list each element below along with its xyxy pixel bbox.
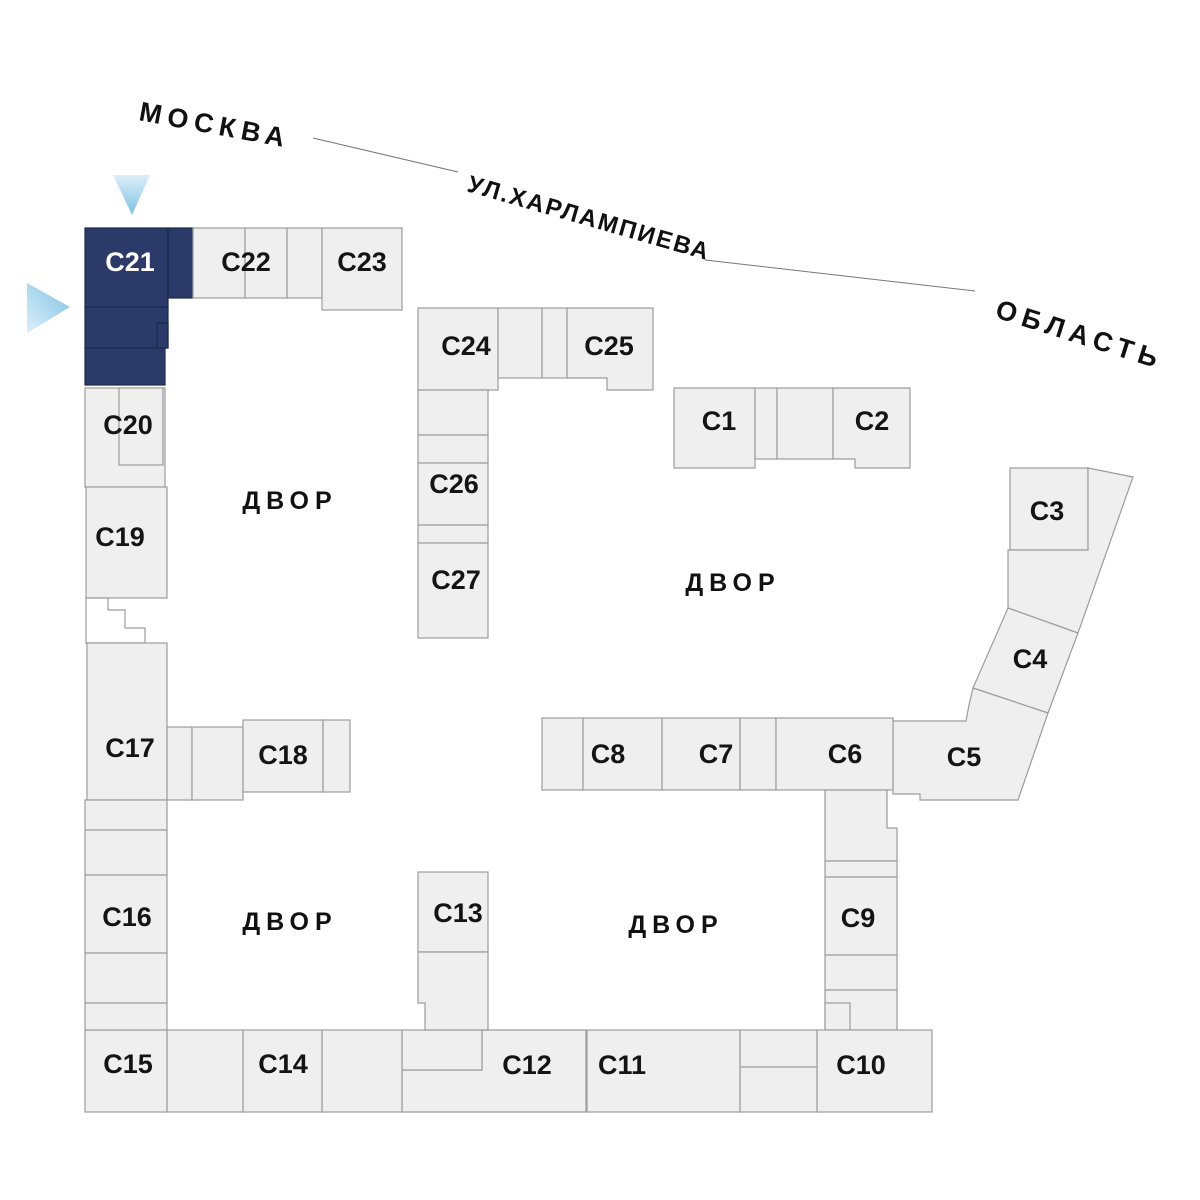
street-line-2 [704,259,976,292]
building-block[interactable] [156,322,169,349]
building-с2[interactable] [832,387,911,469]
street-label-3: ОБЛАСТЬ [992,294,1167,375]
building-label-с24: С24 [441,331,491,361]
building-label-с11: С11 [598,1050,646,1080]
building-с15[interactable] [84,1029,168,1113]
building-с16[interactable] [84,874,168,954]
location-arrow-down-icon [113,175,150,215]
building-block [84,1002,168,1031]
building-label-с16: С16 [102,902,152,932]
building-block [191,726,244,801]
building-label-с12: С12 [502,1050,552,1080]
building-с7[interactable] [661,717,741,791]
building-label-с20: С20 [103,410,153,440]
building-block [118,387,164,466]
building-label-с18: С18 [258,740,308,770]
building-block [84,799,168,831]
building-block [417,524,489,544]
building-block [739,1066,818,1113]
building-label-с9: С9 [841,903,876,933]
building-label-с4: С4 [1013,644,1048,674]
building-с13[interactable] [417,871,489,953]
building-label-с22: С22 [221,247,271,277]
building-block [321,1029,403,1113]
building-block [417,951,489,1031]
building-label-с14: С14 [258,1049,308,1079]
building-с23[interactable] [321,227,403,311]
building-block [541,307,568,379]
building-block [84,829,168,876]
building-block [497,307,543,379]
building-block [417,389,489,436]
building-label-с10: С10 [836,1050,886,1080]
building-block [85,597,146,644]
building-label-с3: С3 [1030,496,1065,526]
building-block [824,1002,851,1031]
building-block [286,227,323,299]
building-label-с25: С25 [584,331,634,361]
building-block [739,1029,818,1068]
building-label-с6: С6 [828,739,863,769]
building-label-с7: С7 [699,739,734,769]
building-block [322,719,351,793]
building-block [776,387,834,460]
location-arrow-right-icon [27,283,70,333]
building-label-с23: С23 [337,247,387,277]
street-label-2: УЛ.ХАРЛАМПИЕВА [464,171,713,266]
building-label-с19: С19 [95,522,145,552]
building-block [824,860,898,878]
building-block [541,717,584,791]
building-с17[interactable] [86,642,168,801]
street-label-1: МОСКВА [137,96,293,153]
courtyard-label-3: ДВОР [242,908,337,936]
building-label-с1: С1 [702,406,737,436]
building-block [401,1029,483,1071]
courtyard-label-1: ДВОР [242,487,337,515]
building-block [166,1029,244,1113]
building-label-с21: С21 [105,247,155,277]
building-с9[interactable] [824,876,898,956]
building-с3[interactable] [1009,467,1089,551]
building-block [754,387,778,460]
building-block [824,954,898,991]
building-с10[interactable] [816,1029,933,1113]
building-label-с5: С5 [947,742,982,772]
building-с25[interactable] [566,307,654,391]
building-block [824,789,898,862]
courtyard-label-4: ДВОР [628,911,723,939]
building-с11[interactable] [586,1029,741,1113]
building-с27[interactable] [417,542,489,639]
building-с21[interactable] [84,227,169,308]
street-line-1 [312,137,459,173]
building-label-с8: С8 [591,739,626,769]
building-с26[interactable] [417,462,489,526]
building-block [417,434,489,464]
building-block [739,717,777,791]
building-block[interactable] [167,227,194,299]
building-с14[interactable] [242,1029,323,1113]
building-block [84,952,168,1004]
building-label-с2: С2 [855,406,890,436]
building-label-с26: С26 [429,469,479,499]
building-label-с27: С27 [431,565,481,595]
building-с19[interactable] [85,486,168,599]
building-block [244,227,288,299]
building-с22[interactable] [192,227,246,299]
building-block [166,726,193,801]
building-block[interactable] [84,347,166,386]
building-label-с17: С17 [105,733,155,763]
building-label-с13: С13 [433,898,483,928]
building-с8[interactable] [582,717,663,791]
building-block[interactable] [84,306,169,349]
courtyard-label-2: ДВОР [685,569,780,597]
building-label-с15: С15 [103,1049,153,1079]
building-с5[interactable] [892,687,1049,801]
